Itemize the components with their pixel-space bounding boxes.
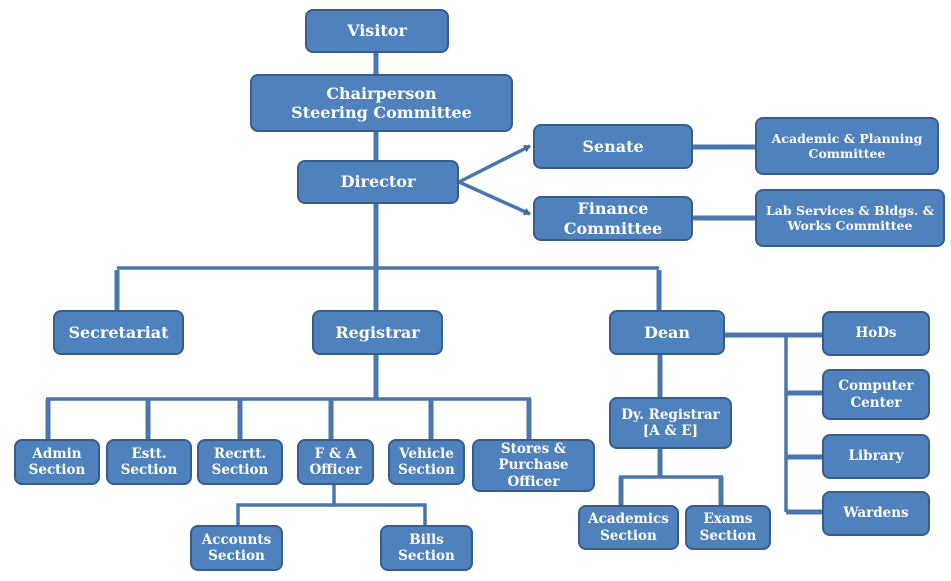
node-academic-planning[interactable]: Academic & Planning Committee — [755, 117, 939, 175]
node-exams-section[interactable]: Exams Section — [685, 505, 771, 550]
edge-fa-accounts — [236, 485, 336, 525]
node-fa-officer[interactable]: F & A Officer — [297, 439, 374, 485]
edge-director-finance — [458, 180, 531, 216]
node-director[interactable]: Director — [297, 160, 459, 204]
node-stores-purchase[interactable]: Stores & Purchase Officer — [472, 439, 595, 492]
node-chairperson[interactable]: Chairperson Steering Committee — [250, 74, 513, 132]
node-admin-section[interactable]: Admin Section — [14, 439, 100, 485]
node-accounts-section[interactable]: Accounts Section — [190, 525, 283, 571]
node-academics-section[interactable]: Academics Section — [578, 505, 679, 550]
node-estt-section[interactable]: Estt. Section — [106, 439, 192, 485]
edge-director-senate — [458, 144, 531, 184]
node-secretariat[interactable]: Secretariat — [53, 310, 184, 355]
node-dy-registrar[interactable]: Dy. Registrar [A & E] — [609, 397, 732, 449]
node-lab-services[interactable]: Lab Services & Bldgs. & Works Committee — [755, 189, 945, 247]
node-registrar[interactable]: Registrar — [312, 310, 443, 355]
node-wardens[interactable]: Wardens — [822, 491, 930, 536]
node-computer-center[interactable]: Computer Center — [822, 369, 930, 420]
edge-fa-bills — [334, 503, 427, 525]
node-library[interactable]: Library — [822, 434, 930, 479]
node-hods[interactable]: HoDs — [822, 311, 930, 356]
node-recrtt-section[interactable]: Recrtt. Section — [197, 439, 283, 485]
node-vehicle-section[interactable]: Vehicle Section — [388, 439, 465, 485]
node-senate[interactable]: Senate — [533, 124, 693, 169]
node-visitor[interactable]: Visitor — [305, 9, 449, 53]
node-bills-section[interactable]: Bills Section — [380, 525, 473, 571]
node-finance[interactable]: Finance Committee — [533, 196, 693, 241]
node-dean[interactable]: Dean — [609, 310, 725, 355]
